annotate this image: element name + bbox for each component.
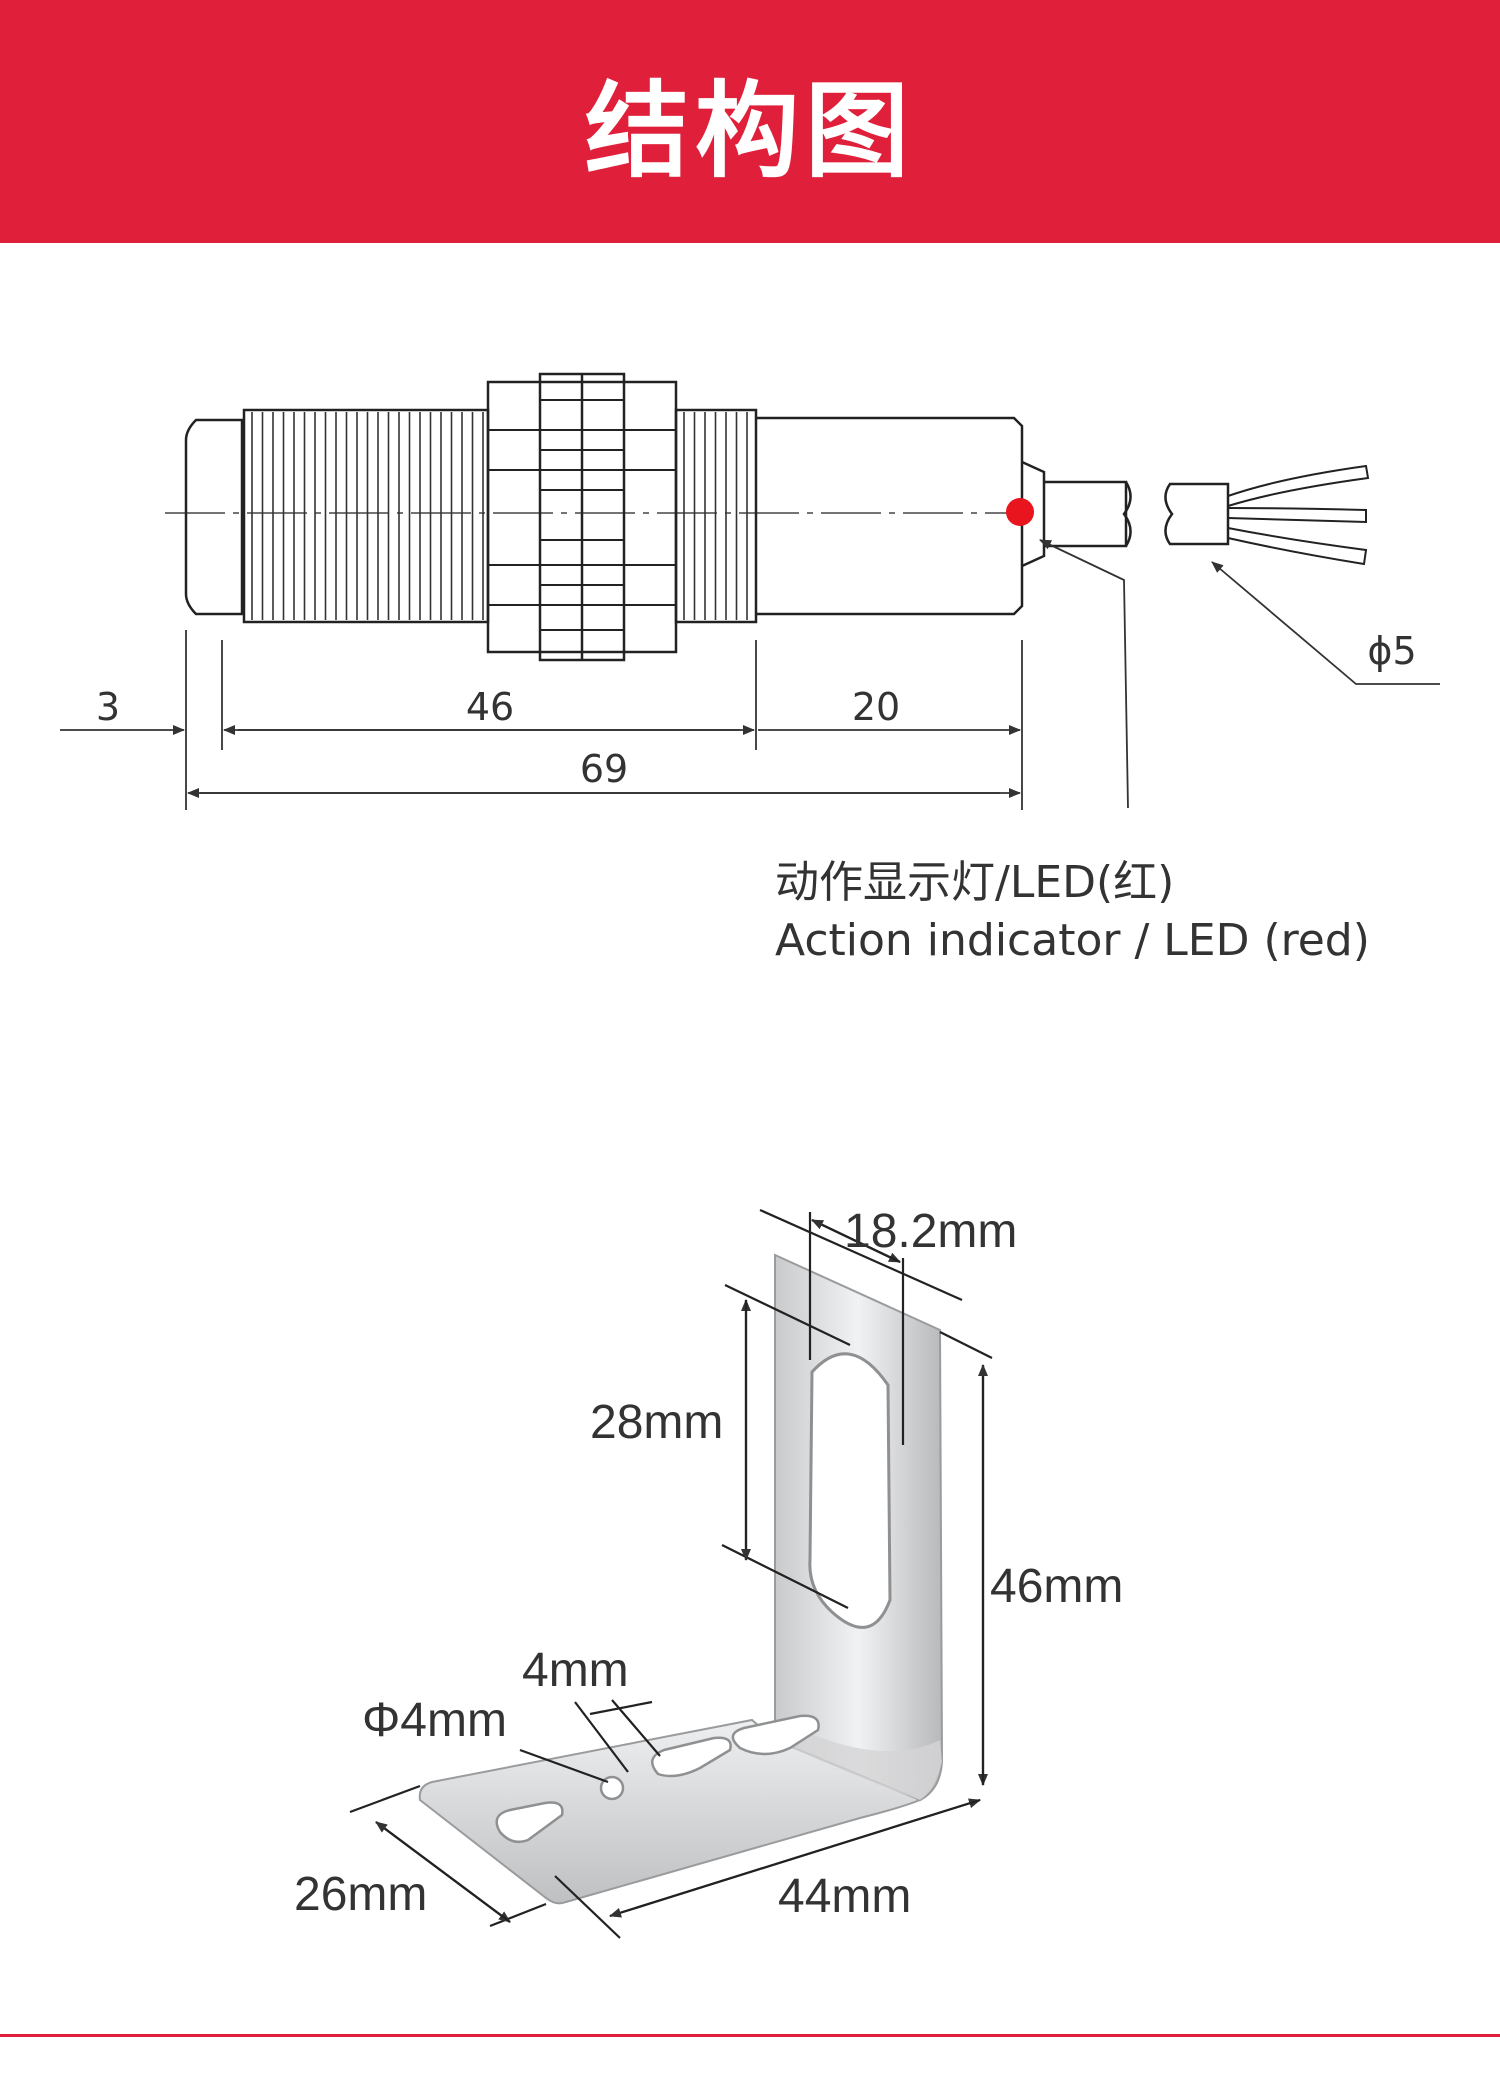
thread-lines: [251, 412, 748, 620]
led-label-en: Action indicator / LED (red): [775, 915, 1370, 966]
cable-section: [1044, 480, 1128, 548]
bracket-horizontal-plate: [418, 1718, 923, 1905]
dim-length: 44mm: [778, 1870, 911, 1923]
page-title: 结构图: [584, 70, 915, 192]
dim-slot: 4mm: [522, 1644, 629, 1697]
title-banner: 结构图: [0, 0, 1500, 243]
sensor-front-cap: [184, 418, 244, 616]
dim-cable-diameter: ϕ5: [1367, 629, 1416, 673]
dim-3: 3: [96, 685, 120, 729]
bracket-slot-2: [651, 1736, 732, 1778]
bottom-rule: [0, 2034, 1500, 2037]
dim-46: 46: [466, 685, 514, 729]
bracket-drawing: [418, 1253, 944, 1905]
nut-details: [488, 399, 676, 631]
led-indicator-dot: [1006, 498, 1034, 526]
led-label-cn: 动作显示灯/LED(红): [775, 857, 1174, 908]
bracket-oval-hole: [808, 1352, 892, 1629]
sensor-dimensions: [60, 539, 1440, 810]
sensor-drawing: [165, 372, 1370, 662]
dim-depth: 26mm: [294, 1868, 427, 1921]
bracket-slot-1: [495, 1801, 564, 1843]
dim-hole-height: 28mm: [590, 1396, 723, 1449]
bracket-dimensions: [349, 1208, 993, 1939]
dim-hole-diameter: Φ4mm: [362, 1694, 507, 1747]
cable-section-2: [1164, 482, 1230, 546]
dim-bracket-width: 18.2mm: [844, 1205, 1017, 1258]
bracket-slot-3: [731, 1714, 820, 1756]
sensor-rear-housing: [756, 416, 1024, 616]
dim-69: 69: [580, 747, 628, 791]
dim-bracket-height: 46mm: [990, 1560, 1123, 1613]
dim-20: 20: [852, 685, 900, 729]
